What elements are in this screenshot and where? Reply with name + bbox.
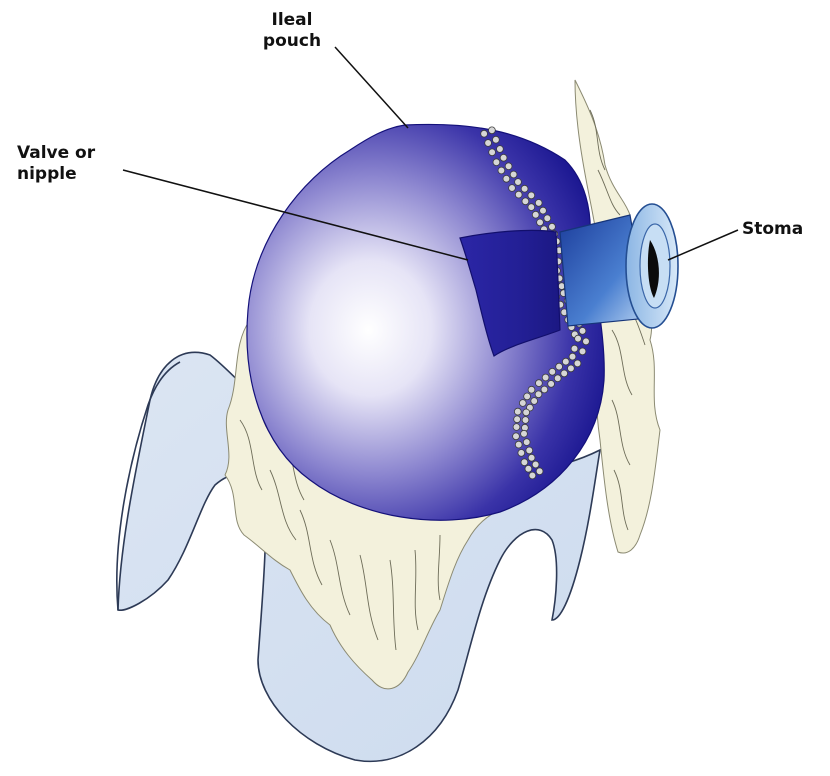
label-ileal-pouch: Ileal pouch <box>252 10 332 52</box>
staple <box>510 171 517 178</box>
staple <box>537 219 544 226</box>
staple <box>536 380 543 387</box>
staple <box>528 454 535 461</box>
staple <box>493 159 500 166</box>
staple <box>561 370 568 377</box>
staple <box>524 393 531 400</box>
staple <box>571 345 578 352</box>
staple <box>521 185 528 192</box>
staple <box>568 365 575 372</box>
staple <box>489 149 496 156</box>
staple <box>528 204 535 211</box>
staple <box>575 335 582 342</box>
staple <box>522 417 529 424</box>
staple <box>574 360 581 367</box>
staple <box>554 375 561 382</box>
label-valve-nipple: Valve or nipple <box>17 143 127 185</box>
staple <box>521 430 528 437</box>
staple <box>526 447 533 454</box>
staple <box>498 167 505 174</box>
staple <box>523 439 530 446</box>
staple <box>528 192 535 199</box>
staple <box>529 472 536 479</box>
staple <box>505 163 512 170</box>
staple <box>515 191 522 198</box>
staple <box>549 368 556 375</box>
staple <box>528 386 535 393</box>
staple <box>579 348 586 355</box>
staple <box>532 461 539 468</box>
staple <box>542 374 549 381</box>
staple <box>531 398 538 405</box>
staple <box>515 179 522 186</box>
staple <box>549 223 556 230</box>
staple <box>500 154 507 161</box>
staple <box>493 136 500 143</box>
staple <box>562 358 569 365</box>
leader-line-ileal-pouch <box>335 47 408 128</box>
staple <box>513 433 520 440</box>
staple <box>518 450 525 457</box>
staple <box>540 207 547 214</box>
staple <box>485 140 492 147</box>
staple <box>497 146 504 153</box>
staple <box>515 441 522 448</box>
staple <box>535 391 542 398</box>
staple <box>536 468 543 475</box>
label-stoma: Stoma <box>742 219 822 240</box>
staple <box>489 127 496 134</box>
staple <box>579 328 586 335</box>
staple <box>541 386 548 393</box>
staple <box>569 353 576 360</box>
staple <box>556 363 563 370</box>
staple <box>525 465 532 472</box>
staple <box>514 408 521 415</box>
leader-line-stoma <box>668 230 738 260</box>
staple <box>535 200 542 207</box>
staple <box>521 459 528 466</box>
staple <box>514 416 521 423</box>
staple <box>583 338 590 345</box>
staple <box>544 215 551 222</box>
staple <box>532 211 539 218</box>
staple <box>503 175 510 182</box>
staple <box>523 409 530 416</box>
staple <box>513 424 520 431</box>
staple <box>548 381 555 388</box>
staple <box>519 400 526 407</box>
staple <box>509 185 516 192</box>
staple <box>481 130 488 137</box>
staple <box>522 198 529 205</box>
